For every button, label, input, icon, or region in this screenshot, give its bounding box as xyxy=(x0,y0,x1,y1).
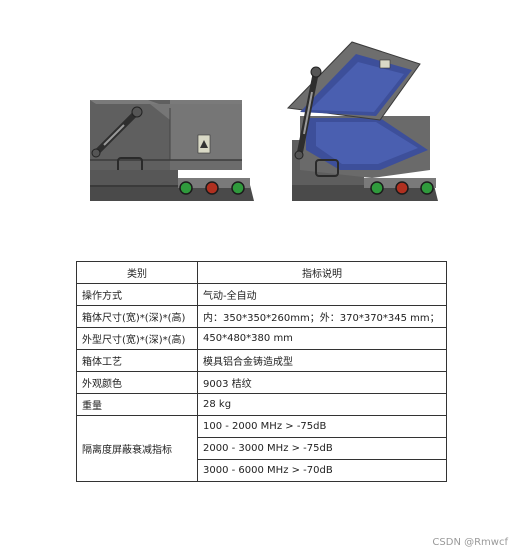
table-row: 3000 - 6000 MHz > -70dB xyxy=(77,459,447,482)
shielding-category: 隔离度屏蔽衰减指标 xyxy=(76,415,198,482)
row-value: 气动-全自动 xyxy=(197,283,447,306)
header-category: 类别 xyxy=(76,261,198,284)
table-row: 重量 28 kg xyxy=(76,393,447,416)
row-category: 箱体尺寸(宽)*(深)*(高) xyxy=(76,305,198,328)
row-category: 重量 xyxy=(76,393,198,416)
table-header-row: 类别 指标说明 xyxy=(76,261,447,284)
shielding-value: 3000 - 6000 MHz > -70dB xyxy=(197,459,447,482)
control-buttons xyxy=(179,181,245,195)
row-value: 28 kg xyxy=(197,393,447,416)
table-row: 箱体尺寸(宽)*(深)*(高) 内：350*350*260mm；外：370*37… xyxy=(76,305,447,328)
row-value: 内：350*350*260mm；外：370*370*345 mm； xyxy=(197,305,447,328)
spec-table: 类别 指标说明 操作方式 气动-全自动 箱体尺寸(宽)*(深)*(高) 内：35… xyxy=(76,261,447,482)
row-value: 模具铝合金铸造成型 xyxy=(197,349,447,372)
table-row: 箱体工艺 模具铝合金铸造成型 xyxy=(76,349,447,372)
row-value: 450*480*380 mm xyxy=(197,327,447,350)
table-row: 外观颜色 9003 桔纹 xyxy=(76,371,447,394)
control-buttons-open xyxy=(370,181,434,195)
open-box xyxy=(286,41,438,201)
shielding-value: 2000 - 3000 MHz > -75dB xyxy=(197,437,447,460)
table-row: 隔离度屏蔽衰减指标 100 - 2000 MHz > -75dB xyxy=(76,415,447,482)
table-row: 操作方式 气动-全自动 xyxy=(76,283,447,306)
row-category: 操作方式 xyxy=(76,283,198,306)
row-category: 外观颜色 xyxy=(76,371,198,394)
header-value: 指标说明 xyxy=(197,261,447,284)
product-illustration xyxy=(90,41,438,201)
shielding-value: 100 - 2000 MHz > -75dB xyxy=(197,415,447,438)
table-row: 外型尺寸(宽)*(深)*(高) 450*480*380 mm xyxy=(76,327,447,350)
closed-box xyxy=(90,100,254,201)
row-value: 9003 桔纹 xyxy=(197,371,447,394)
row-category: 箱体工艺 xyxy=(76,349,198,372)
watermark: CSDN @Rmwcf xyxy=(432,537,508,548)
row-category: 外型尺寸(宽)*(深)*(高) xyxy=(76,327,198,350)
